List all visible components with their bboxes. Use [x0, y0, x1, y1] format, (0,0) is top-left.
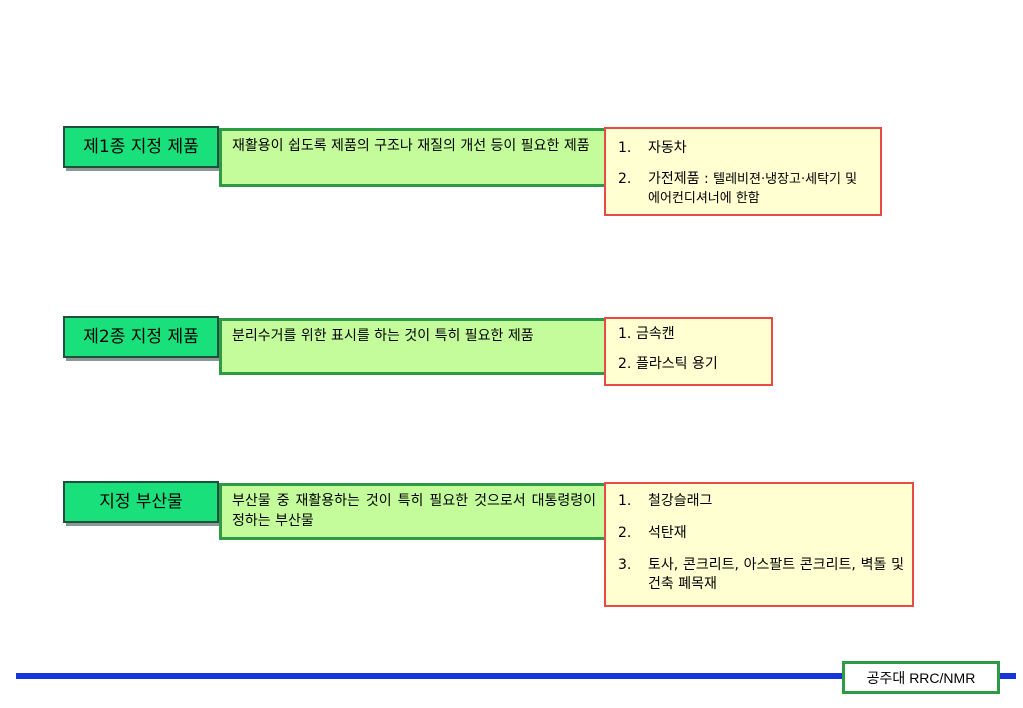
category-description-3: 부산물 중 재활용하는 것이 특히 필요한 것으로서 대통령령이 정하는 부산물	[219, 483, 607, 540]
item-number: 2.	[618, 525, 632, 541]
footer-text: 공주대 RRC/NMR	[866, 669, 976, 686]
description-text: 재활용이 쉽도록 제품의 구조나 재질의 개선 등이 필요한 제품	[232, 138, 590, 154]
item-list-1: 1. 자동차 2. 가전제품 : 텔레비젼·냉장고·세탁기 및 에어컨디셔너에 …	[604, 127, 882, 216]
item-note: 텔레비젼·냉장고·세탁기 및 에어컨디셔너에 한함	[648, 172, 858, 206]
item-number: 3.	[618, 557, 632, 573]
category-label-text: 지정 부산물	[99, 491, 183, 512]
item-list-2: 1. 금속캔 2. 플라스틱 용기	[604, 317, 773, 386]
list-item: 1. 철강슬래그	[618, 492, 904, 511]
item-text: 가전제품 :	[648, 171, 709, 187]
item-text: 금속캔	[636, 326, 675, 342]
item-list-3: 1. 철강슬래그 2. 석탄재 3. 토사, 콘크리트, 아스팔트 콘크리트, …	[604, 482, 914, 607]
item-text-wrap: 가전제품 : 텔레비젼·냉장고·세탁기 및 에어컨디셔너에 한함	[648, 170, 872, 208]
list-item: 2. 플라스틱 용기	[618, 355, 765, 374]
item-number: 2.	[618, 356, 632, 372]
item-text: 자동차	[648, 140, 687, 156]
item-text: 석탄재	[648, 525, 687, 541]
footer-rule	[16, 673, 1016, 679]
description-text: 분리수거를 위한 표시를 하는 것이 특히 필요한 제품	[232, 328, 534, 344]
list-item: 1. 금속캔	[618, 325, 765, 344]
item-text: 플라스틱 용기	[636, 356, 718, 372]
description-text: 부산물 중 재활용하는 것이 특히 필요한 것으로서 대통령령이 정하는 부산물	[232, 493, 596, 529]
list-item: 1. 자동차	[618, 139, 872, 158]
footer-badge: 공주대 RRC/NMR	[842, 661, 1000, 694]
list-item: 2. 가전제품 : 텔레비젼·냉장고·세탁기 및 에어컨디셔너에 한함	[618, 170, 872, 208]
category-label-3: 지정 부산물	[63, 481, 219, 523]
category-label-text: 제1종 지정 제품	[83, 136, 199, 157]
category-label-text: 제2종 지정 제품	[83, 326, 199, 347]
item-text: 토사, 콘크리트, 아스팔트 콘크리트, 벽돌 및 건축 폐목재	[648, 557, 904, 592]
category-label-2: 제2종 지정 제품	[63, 316, 219, 358]
item-number: 1.	[618, 493, 632, 509]
item-number: 1.	[618, 140, 632, 156]
category-label-1: 제1종 지정 제품	[63, 126, 219, 168]
item-number: 2.	[618, 171, 632, 187]
list-item: 2. 석탄재	[618, 524, 904, 543]
item-number: 1.	[618, 326, 632, 342]
category-description-2: 분리수거를 위한 표시를 하는 것이 특히 필요한 제품	[219, 318, 607, 375]
category-description-1: 재활용이 쉽도록 제품의 구조나 재질의 개선 등이 필요한 제품	[219, 128, 607, 187]
list-item: 3. 토사, 콘크리트, 아스팔트 콘크리트, 벽돌 및 건축 폐목재	[618, 556, 904, 594]
item-text: 철강슬래그	[648, 493, 713, 509]
